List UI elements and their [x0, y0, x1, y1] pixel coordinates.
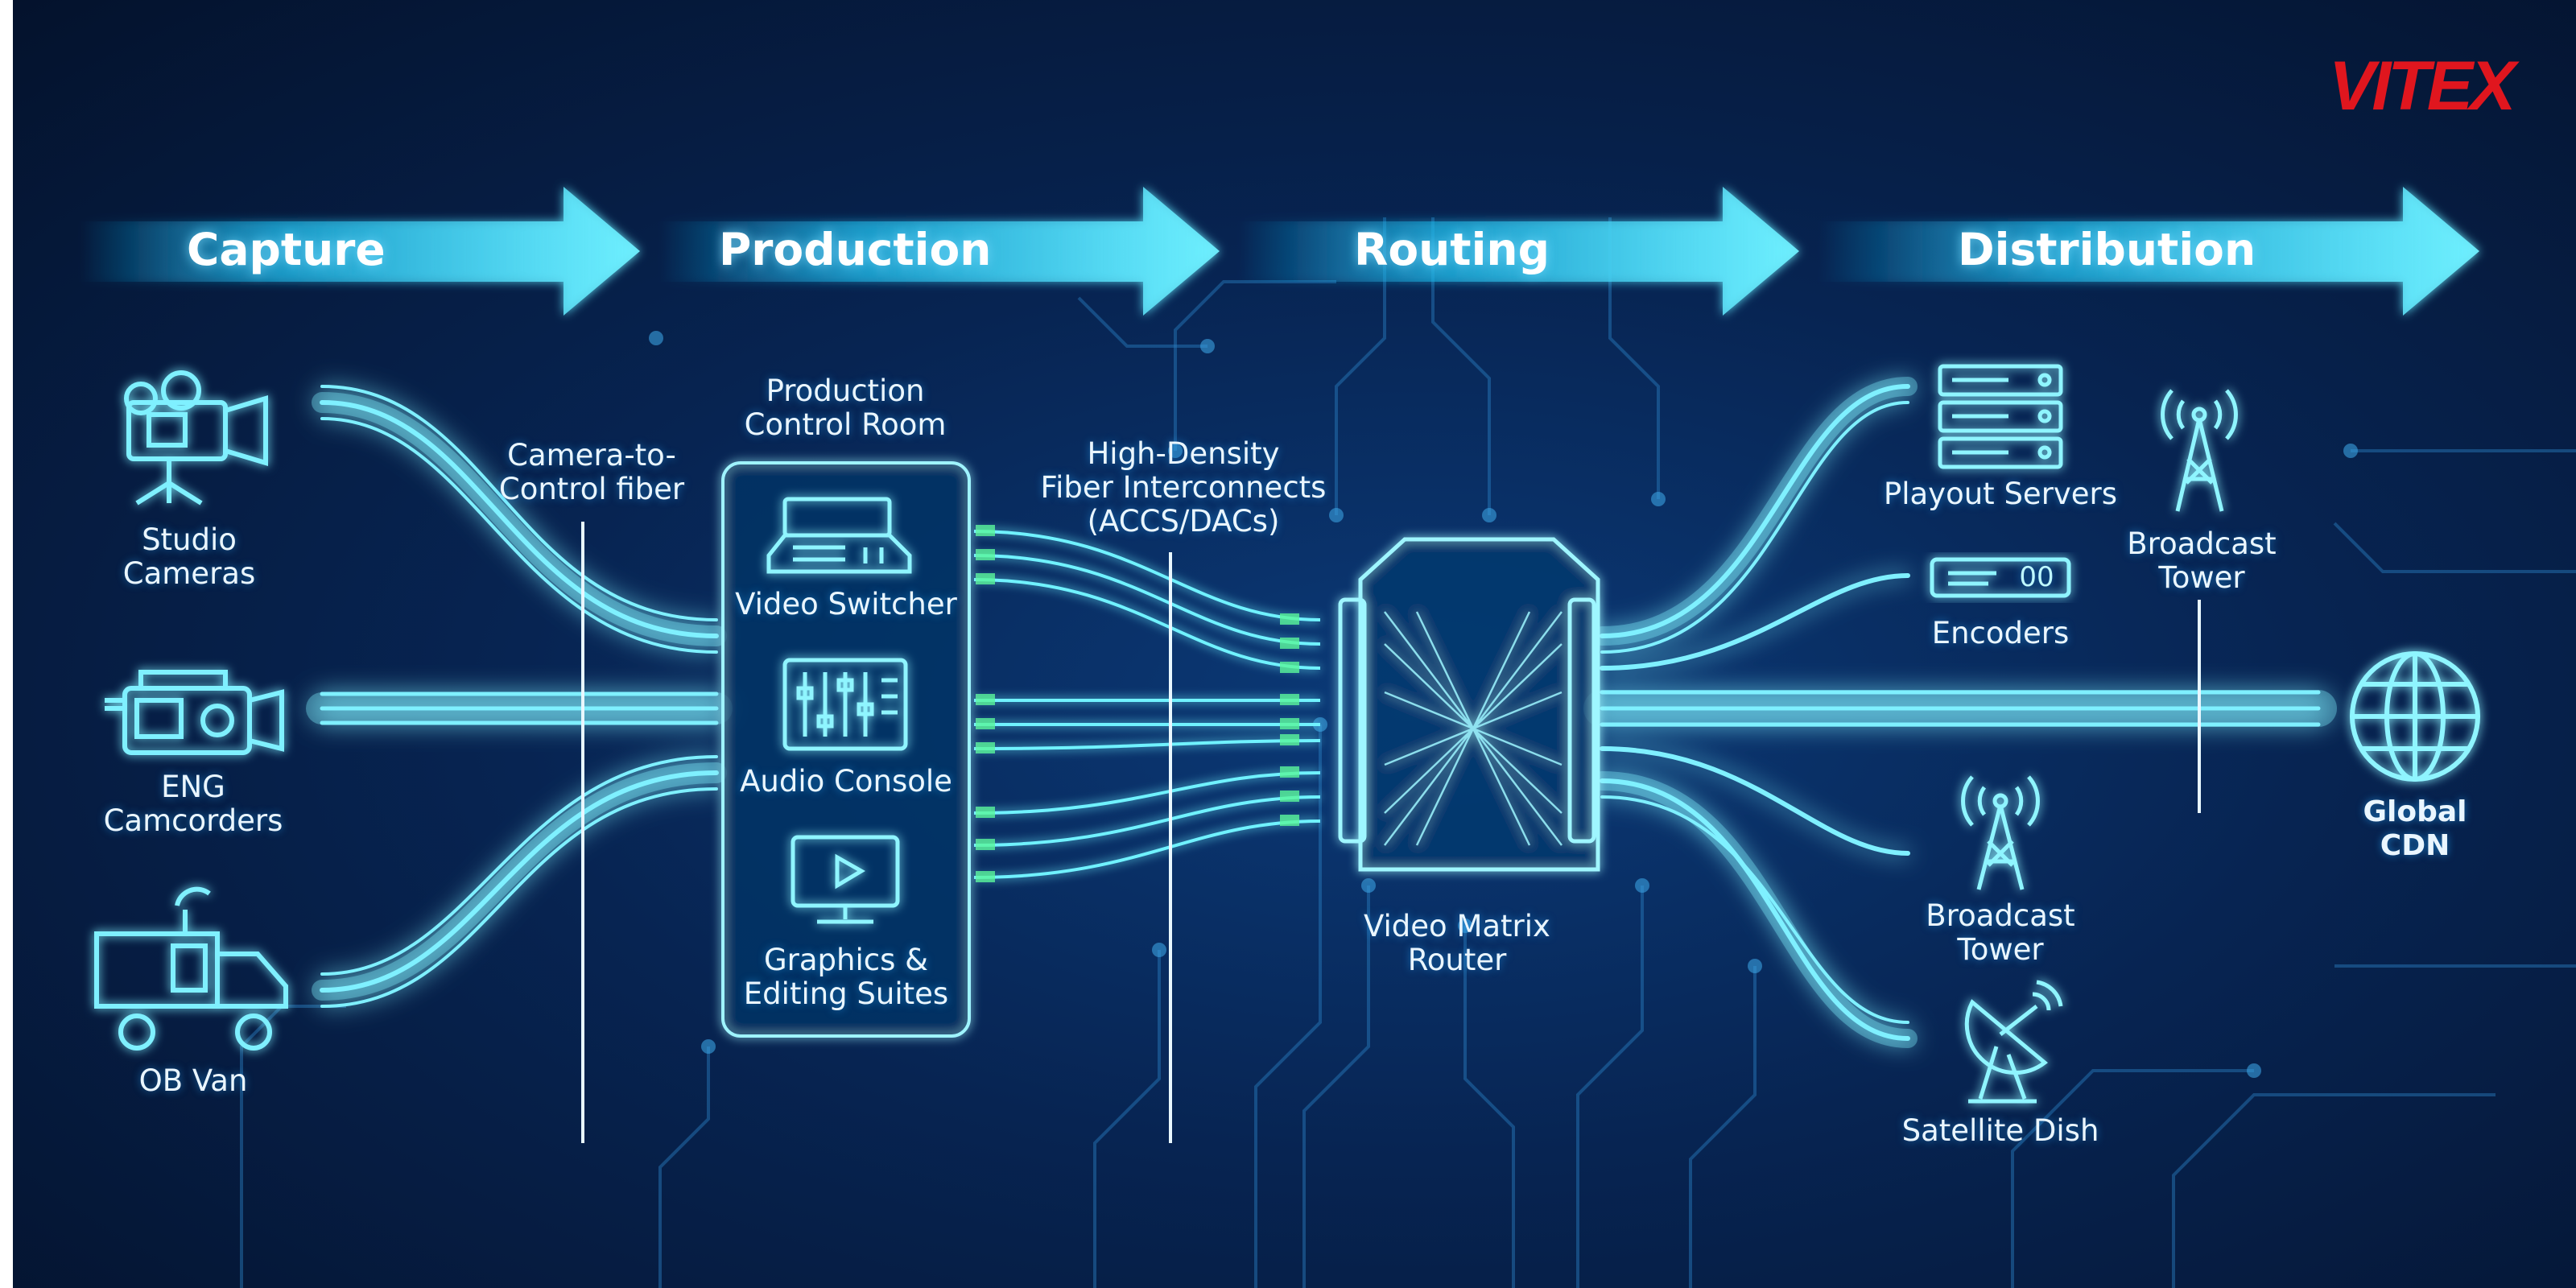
- broadcast-tower-top-icon: [2161, 389, 2238, 512]
- stage-arrows: [80, 187, 2479, 316]
- audio-console-label: Audio Console: [740, 764, 952, 799]
- graphics-editing-label: Graphics & Editing Suites: [743, 943, 949, 1011]
- video-matrix-router-icon: [1338, 537, 1600, 872]
- graphics-monitor-icon: [791, 835, 900, 924]
- stage-label-distribution: Distribution: [1958, 224, 2256, 275]
- eng-camcorder-icon: [105, 670, 284, 755]
- circuit-nodes: [649, 331, 2358, 1078]
- broadcast-tower-bottom-icon: [1961, 775, 2040, 890]
- camera-to-control-fiber-label: Camera-to- Control fiber: [498, 438, 685, 506]
- studio-cameras-label: Studio Cameras: [122, 522, 256, 591]
- satellite-dish-icon: [1964, 980, 2063, 1104]
- stage-label-production: Production: [719, 224, 992, 275]
- fiber-interconnects-label: High-Density Fiber Interconnects (ACCS/D…: [1040, 436, 1327, 539]
- encoder-icon: [1930, 557, 2071, 598]
- stage-label-capture: Capture: [187, 224, 386, 275]
- ob-van-label: OB Van: [138, 1063, 248, 1098]
- playout-servers-icon: [1938, 364, 2063, 469]
- stage-label-routing: Routing: [1354, 224, 1550, 275]
- studio-camera-icon: [124, 370, 268, 506]
- vitex-logo: VITEX: [2329, 47, 2516, 125]
- video-switcher-label: Video Switcher: [735, 587, 957, 621]
- eng-camcorders-label: ENG Camcorders: [103, 770, 283, 838]
- playout-servers-label: Playout Servers: [1883, 477, 2118, 511]
- audio-console-icon: [782, 658, 908, 751]
- globe-icon: [2350, 651, 2480, 782]
- broadcast-tower-top-label: Broadcast Tower: [2127, 526, 2277, 595]
- satellite-dish-label: Satellite Dish: [1901, 1113, 2099, 1148]
- production-control-room-title: Production Control Room: [744, 374, 947, 442]
- video-switcher-icon: [766, 497, 912, 574]
- global-cdn-label: Global CDN: [2363, 795, 2467, 862]
- ob-van-icon: [94, 886, 288, 1051]
- fiber-connectors: [976, 525, 1299, 882]
- fiber-bundles-interconnect: [973, 530, 1321, 879]
- video-matrix-router-label: Video Matrix Router: [1364, 909, 1550, 977]
- leader-lines: [581, 522, 2201, 1143]
- fiber-bundles-capture: [306, 385, 733, 1008]
- circuit-traces: [240, 217, 2576, 1288]
- encoders-label: Encoders: [1931, 616, 2070, 650]
- broadcast-tower-bottom-label: Broadcast Tower: [1926, 898, 2075, 967]
- encoder-display: 00: [2019, 561, 2054, 593]
